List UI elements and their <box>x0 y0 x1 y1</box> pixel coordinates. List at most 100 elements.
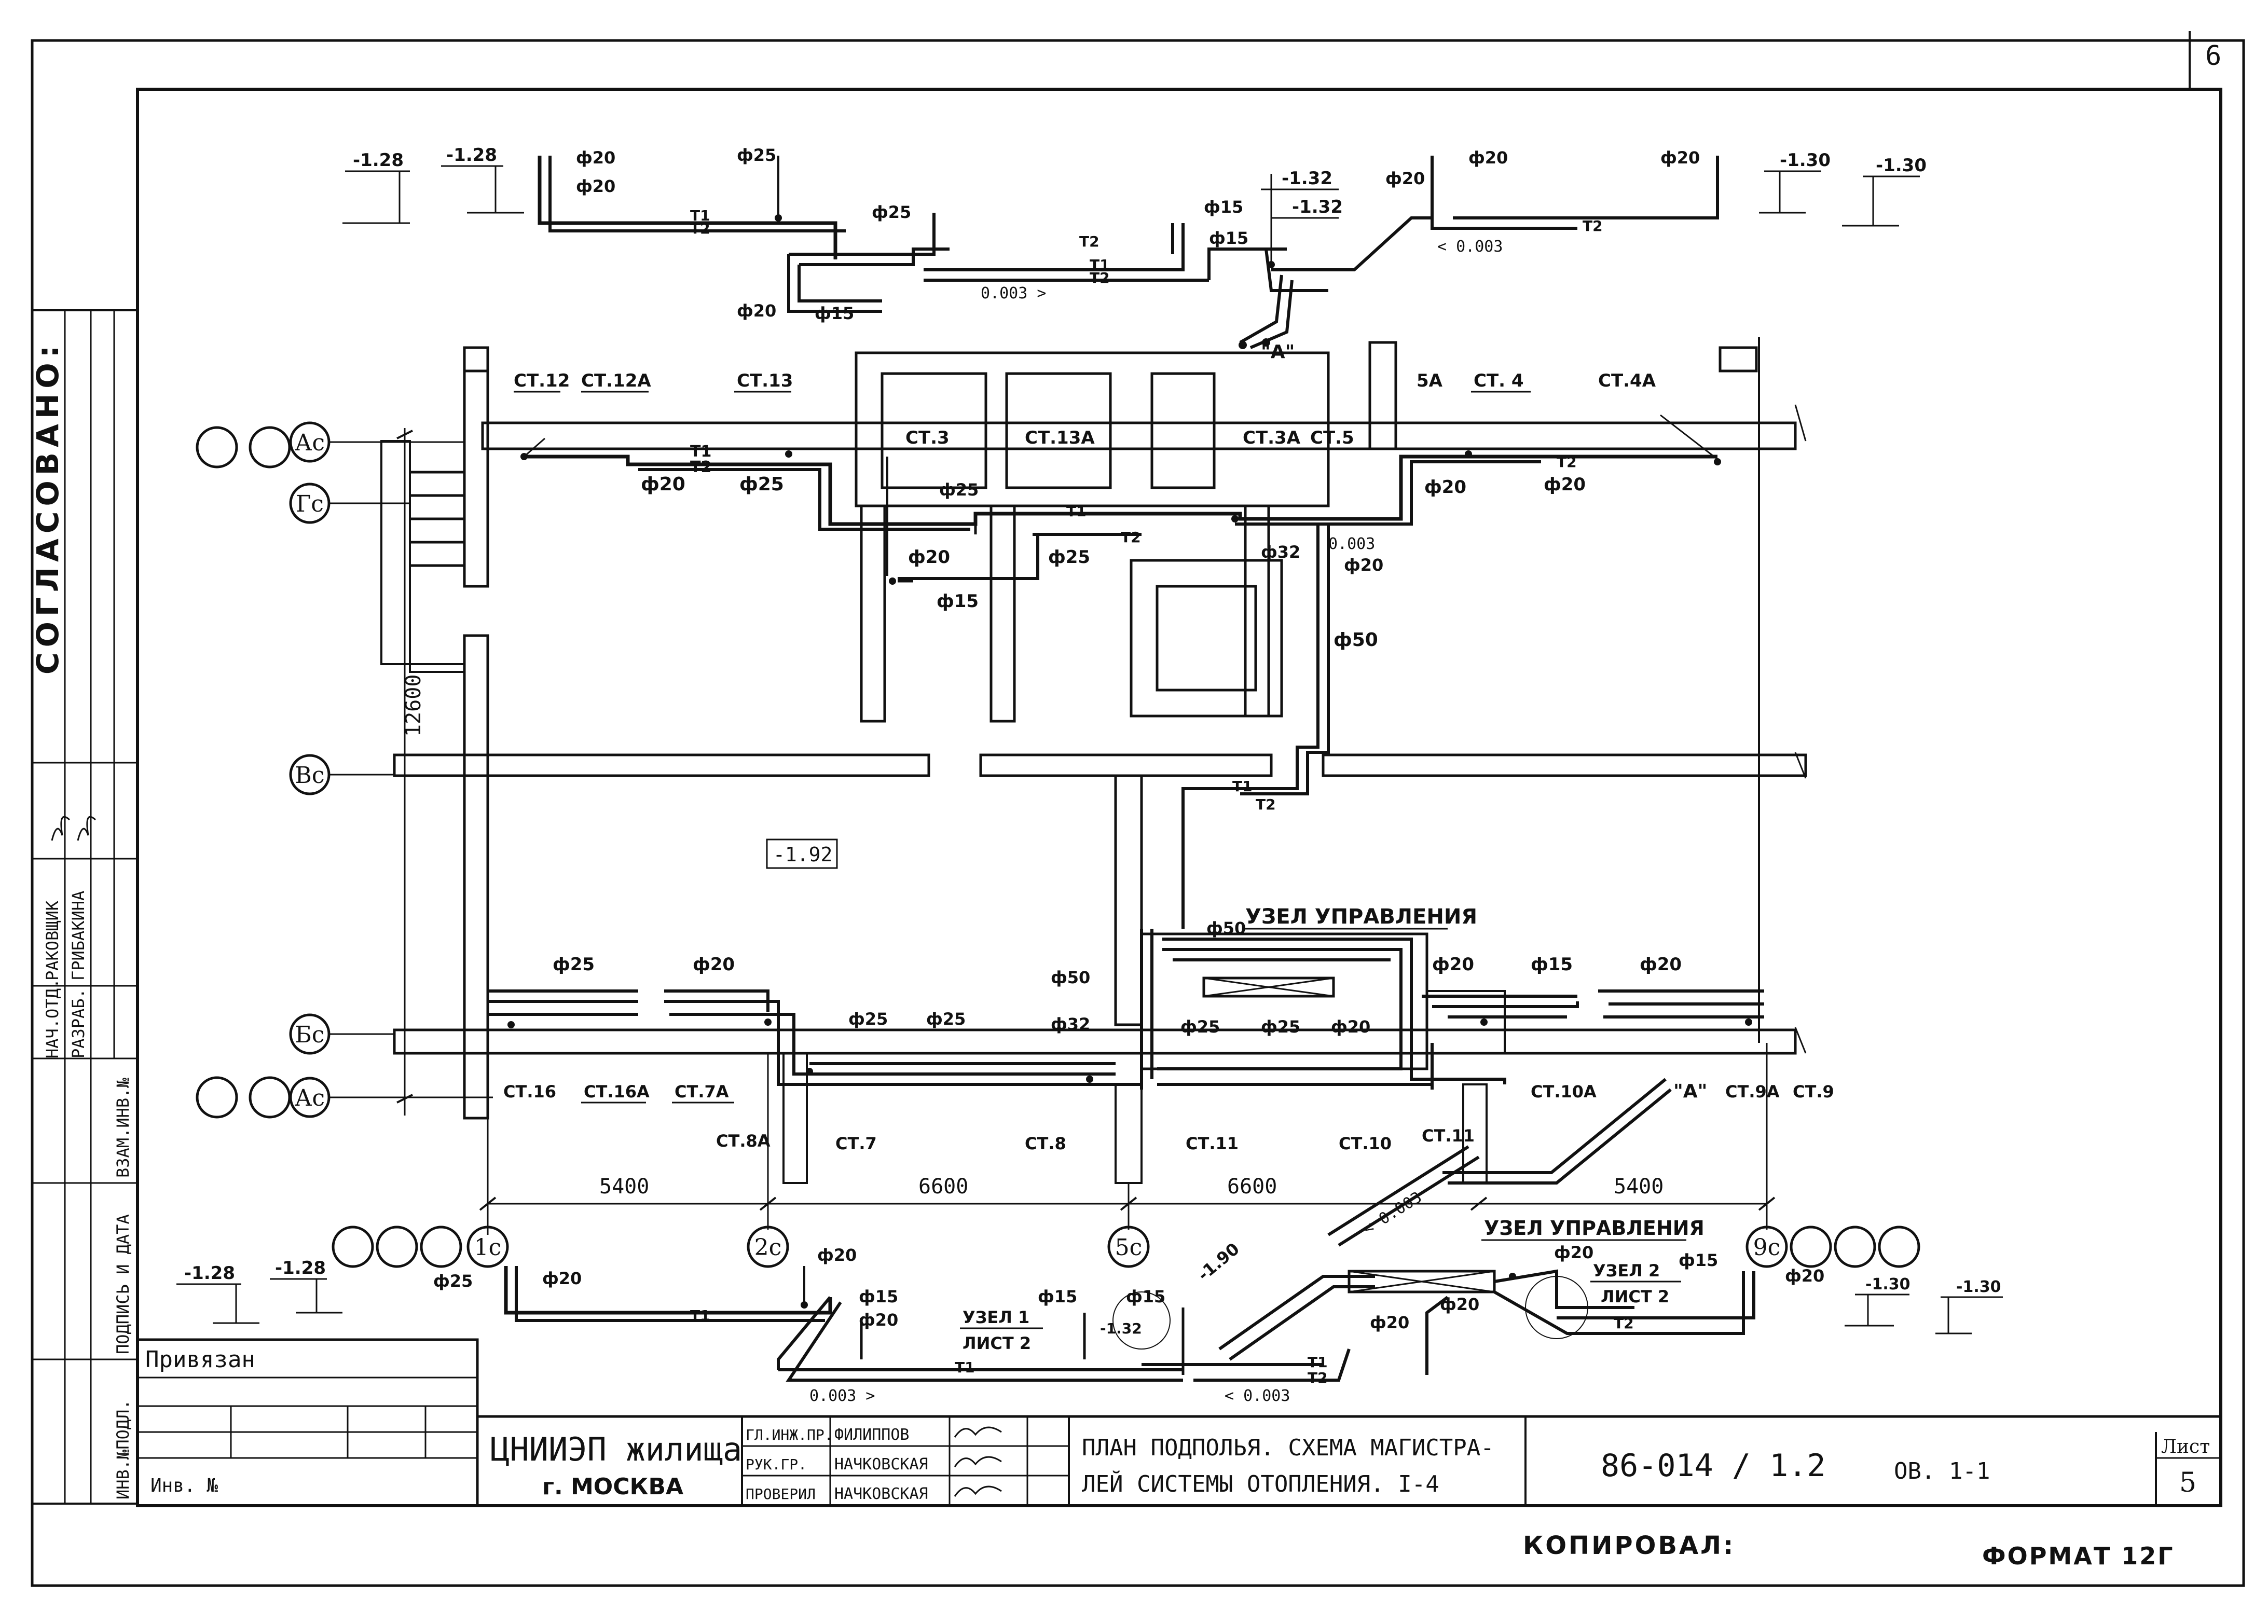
strip-row2: РАЗРАБ. <box>68 988 88 1058</box>
inv-no-label: Инв. № <box>150 1475 218 1496</box>
axis-bubble-1c <box>466 1226 509 1268</box>
column-axes: 5400 6600 6600 5400 1с 2с 5с 9с <box>332 1038 1920 1268</box>
pipe-label-t1: T1 <box>1090 256 1110 273</box>
diam-label: ф20 <box>641 474 685 495</box>
control-unit-label-bottom: УЗЕЛ УПРАВЛЕНИЯ <box>1484 1217 1705 1240</box>
strip-row1: НАЧ.ОТД. <box>43 979 62 1058</box>
level: -1.28 <box>184 1263 235 1284</box>
riser-label: СТ.9 <box>1793 1082 1834 1102</box>
slope-label: < 0.003 <box>1225 1387 1290 1405</box>
corner-sheet-number: 6 <box>2205 40 2221 72</box>
diam-label: ф20 <box>1785 1266 1824 1286</box>
diam-label: ф25 <box>739 474 784 495</box>
riser-label: СТ. 4 <box>1474 370 1524 391</box>
strip-row2-name: ГРИБАКИНА <box>68 891 88 981</box>
axis-label-bc: Бс <box>295 1022 325 1048</box>
left-strip: СОГЛАСОВАНО: НАЧ.ОТД. РАКОВЩИК РАЗРАБ. Г… <box>30 309 139 1505</box>
point-a-label: "А" <box>1673 1081 1707 1102</box>
building-plan <box>380 337 1807 1184</box>
name-3: НАЧКОВСКАЯ <box>834 1485 928 1503</box>
riser-label: СТ.5 <box>1310 428 1354 448</box>
sheet-code: ОВ. 1-1 <box>1894 1458 1990 1484</box>
diam-label: ф50 <box>1206 918 1246 938</box>
org-city: г. МОСКВА <box>542 1474 683 1500</box>
diam-label: ф15 <box>1209 228 1248 248</box>
strip-sign: ПОДПИСЬ И ДАТА <box>113 1214 133 1354</box>
diam-label: ф20 <box>1344 555 1383 575</box>
diam-label: ф32 <box>1051 1014 1090 1034</box>
strip-vzam: ВЗАМ.ИНВ.№ <box>113 1078 133 1178</box>
level: -1.28 <box>353 150 404 171</box>
drawing-title-line2: ЛЕЙ СИСТЕМЫ ОТОПЛЕНИЯ. I-4 <box>1082 1470 1439 1497</box>
diam-label: ф20 <box>1424 477 1466 498</box>
dim-3: 6600 <box>1227 1175 1277 1199</box>
pipe-label-t1: T1 <box>1232 778 1253 795</box>
axis-bubble-9c <box>1745 1226 1788 1268</box>
diam-label: ф15 <box>937 591 979 612</box>
level: -1.32 <box>1282 168 1332 189</box>
axis-label-9c: 9с <box>1753 1234 1781 1261</box>
slope-label: 0.003 <box>1328 535 1375 553</box>
diam-label: ф20 <box>1468 148 1508 168</box>
outer-frame <box>31 39 2245 1587</box>
diam-label: ф20 <box>576 176 615 196</box>
diam-label: ф20 <box>1331 1017 1370 1037</box>
diam-label: ф15 <box>815 304 854 323</box>
diam-label: ф25 <box>926 1009 966 1029</box>
pipe-label-t2: T2 <box>690 220 710 237</box>
diam-label: ф15 <box>1679 1250 1718 1270</box>
signature-3 <box>954 1426 1002 1438</box>
dim-2: 6600 <box>918 1175 968 1199</box>
diam-label: ф25 <box>1261 1017 1300 1037</box>
diam-label: ф20 <box>1432 954 1474 975</box>
riser-label: СТ.7А <box>675 1082 729 1102</box>
diam-label: ф50 <box>1051 968 1090 987</box>
drawing-title-line1: ПЛАН ПОДПОЛЬЯ. СХЕМА МАГИСТРА- <box>1082 1435 1494 1461</box>
node-circle-1 <box>1112 1291 1171 1350</box>
unit1-sheet: ЛИСТ 2 <box>963 1333 1031 1353</box>
riser-label: СТ.16А <box>584 1082 650 1102</box>
role-1: ГЛ.ИНЖ.ПР. <box>746 1426 833 1443</box>
axis-label-ac-top: Ас <box>295 430 325 456</box>
diam-label: ф20 <box>737 301 776 321</box>
diam-label: ф20 <box>1370 1313 1409 1332</box>
riser-label: СТ.12А <box>581 370 651 391</box>
diam-label: ф20 <box>817 1245 857 1265</box>
plan-piping-bottom: УЗЕЛ УПРАВЛЕНИЯ ф50 ф25 ф20 ф25 ф25 ф50 … <box>488 905 1834 1185</box>
diam-label: ф25 <box>737 145 776 165</box>
strip-inv: ИНВ.№ПОДЛ. <box>113 1399 133 1499</box>
diam-label: ф15 <box>1204 197 1243 217</box>
row-axes: Ас Гс Вс Бс Ас 12600 <box>196 421 493 1119</box>
axis-label-2c: 2с <box>754 1234 782 1261</box>
axis-label-ac-bottom: Ас <box>295 1085 325 1111</box>
pipe-label-t1: T1 <box>1066 503 1087 520</box>
diam-label: ф25 <box>848 1009 888 1029</box>
point-a-label: "А" <box>1261 341 1295 363</box>
pipe-label-t2: T2 <box>1256 796 1276 813</box>
format-label: ФОРМАТ 12Г <box>1982 1542 2175 1570</box>
plan-piping-top: СТ.12 СТ.12А СТ.13 СТ.3 СТ.13А СТ.3А СТ.… <box>514 370 1721 929</box>
schema-bottom: -1.28 -1.28 ф25 ф20 ф2 <box>176 1145 2003 1405</box>
pipe-label-t2: T2 <box>1583 217 1603 235</box>
strip-row1-name: РАКОВЩИК <box>43 900 62 981</box>
dim-4: 5400 <box>1614 1175 1664 1199</box>
riser-label: СТ.13А <box>1025 428 1095 448</box>
axis-label-gc: Гс <box>296 491 324 517</box>
diam-label: ф20 <box>908 547 950 568</box>
riser-label: СТ.10 <box>1339 1134 1392 1153</box>
org-name: ЦНИИЭП жилища <box>490 1430 742 1468</box>
node-circle-2 <box>1525 1276 1588 1339</box>
role-2: РУК.ГР. <box>746 1456 807 1473</box>
list-number: 5 <box>2179 1467 2196 1498</box>
diam-label: ф20 <box>1640 954 1682 975</box>
name-2: НАЧКОВСКАЯ <box>834 1455 928 1474</box>
unit2-label: УЗЕЛ 2 <box>1593 1261 1660 1281</box>
riser-label: СТ.3А <box>1243 428 1301 448</box>
signature-5 <box>954 1485 1002 1497</box>
diam-label: ф20 <box>1440 1295 1479 1314</box>
riser-label: СТ.8А <box>716 1131 771 1151</box>
level: -1.32 <box>1292 197 1343 217</box>
project-code: 86-014 / 1.2 <box>1601 1448 1825 1484</box>
riser-label: СТ.12 <box>514 370 570 391</box>
